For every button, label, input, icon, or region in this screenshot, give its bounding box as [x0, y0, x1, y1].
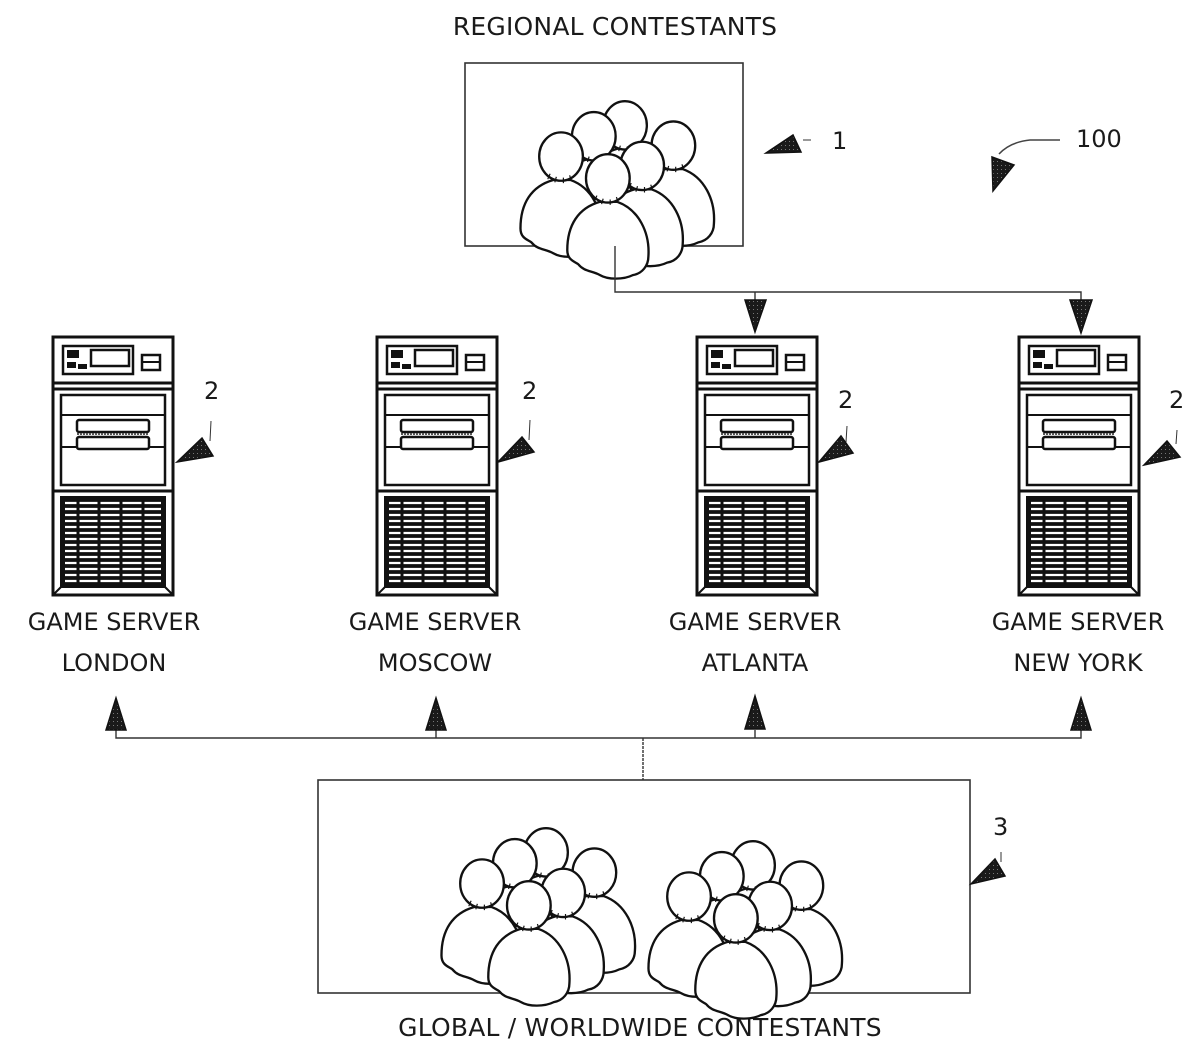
- pointer-arrow-server-atlanta: [819, 426, 853, 462]
- pointer-arrow-global: [971, 852, 1005, 884]
- global-contestants-box: [318, 780, 970, 993]
- arrow-to-atlanta-global: [745, 696, 765, 729]
- pointer-arrow-server-new-york: [1144, 430, 1180, 465]
- pointer-arrow-server-moscow: [498, 420, 534, 462]
- arrow-to-atlanta: [745, 300, 766, 332]
- server-tower-icon-london: [53, 337, 173, 595]
- arrow-to-new-york-global: [1071, 698, 1091, 730]
- arrow-to-london: [106, 698, 126, 730]
- global-connector-lines: [116, 730, 1081, 780]
- server-tower-icon-moscow: [377, 337, 497, 595]
- server-tower-icon-atlanta: [697, 337, 817, 595]
- regional-connector-lines: [615, 246, 1081, 300]
- pointer-arrow-figure: [992, 140, 1060, 191]
- pointer-arrow-server-london: [177, 421, 213, 462]
- server-tower-icon-new-york: [1019, 337, 1139, 595]
- pointer-arrow-regional: [766, 135, 811, 153]
- arrow-to-moscow: [426, 698, 446, 730]
- arrow-to-new-york: [1070, 300, 1092, 333]
